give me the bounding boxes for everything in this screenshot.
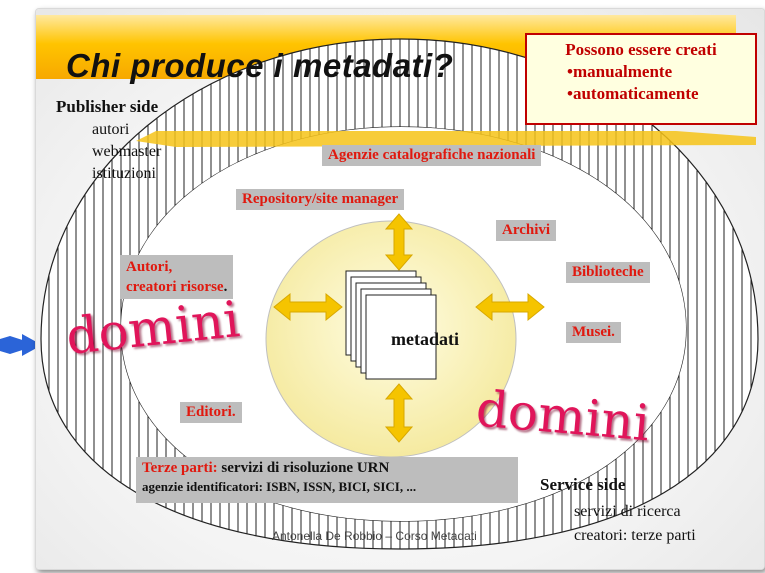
callout-box: Possono essere creati •manualmente •auto… <box>525 33 757 125</box>
center-metadati-label: metadati <box>391 329 459 349</box>
publisher-item: istituzioni <box>92 165 156 182</box>
label-agenzie-catalografiche: Agenzie catalografiche nazionali <box>322 145 542 166</box>
label-editori: Editori. <box>180 402 242 423</box>
publisher-side-header: Publisher side <box>56 97 159 116</box>
label-editori-text: Editori <box>186 404 232 420</box>
credit-text: Antonella De Robbio – Corso Metadati <box>272 529 477 543</box>
label-musei-text: Musei <box>572 324 612 340</box>
label-musei: Musei. <box>566 322 621 343</box>
service-item: servizi di ricerca <box>574 503 681 520</box>
document-stack-icon <box>345 270 437 380</box>
callout-line-2: •manualmente <box>567 62 673 81</box>
terze-parti-label: Terze parti: <box>142 460 218 476</box>
slide: Chi produce i metadati? Possono essere c… <box>35 8 765 570</box>
service-side-header: Service side <box>540 475 626 494</box>
publisher-item: webmaster <box>92 143 162 160</box>
label-autori-text: creatori risorse <box>126 279 224 295</box>
terze-parti-box: Terze parti: servizi di risoluzione URN … <box>136 457 518 503</box>
label-autori-line2: creatori risorse. <box>126 279 228 295</box>
label-repository: Repository/site manager <box>236 189 405 210</box>
label-autori: Autori, creatori risorse. <box>120 255 234 299</box>
agenzie-identificatori-text: agenzie identificatori: ISBN, ISSN, BICI… <box>142 479 417 494</box>
label-biblioteche: Biblioteche <box>566 262 650 283</box>
callout-line-1: Possono essere creati <box>565 40 717 59</box>
label-autori-line1: Autori, <box>126 259 173 275</box>
slide-title: Chi produce i metadati? <box>66 47 454 84</box>
label-archivi: Archivi <box>496 220 557 241</box>
publisher-item: autori <box>92 121 130 138</box>
service-item: creatori: terze parti <box>574 527 696 544</box>
callout-line-3: •automaticamente <box>567 84 699 103</box>
terze-parti-text: servizi di risoluzione URN <box>217 460 390 476</box>
